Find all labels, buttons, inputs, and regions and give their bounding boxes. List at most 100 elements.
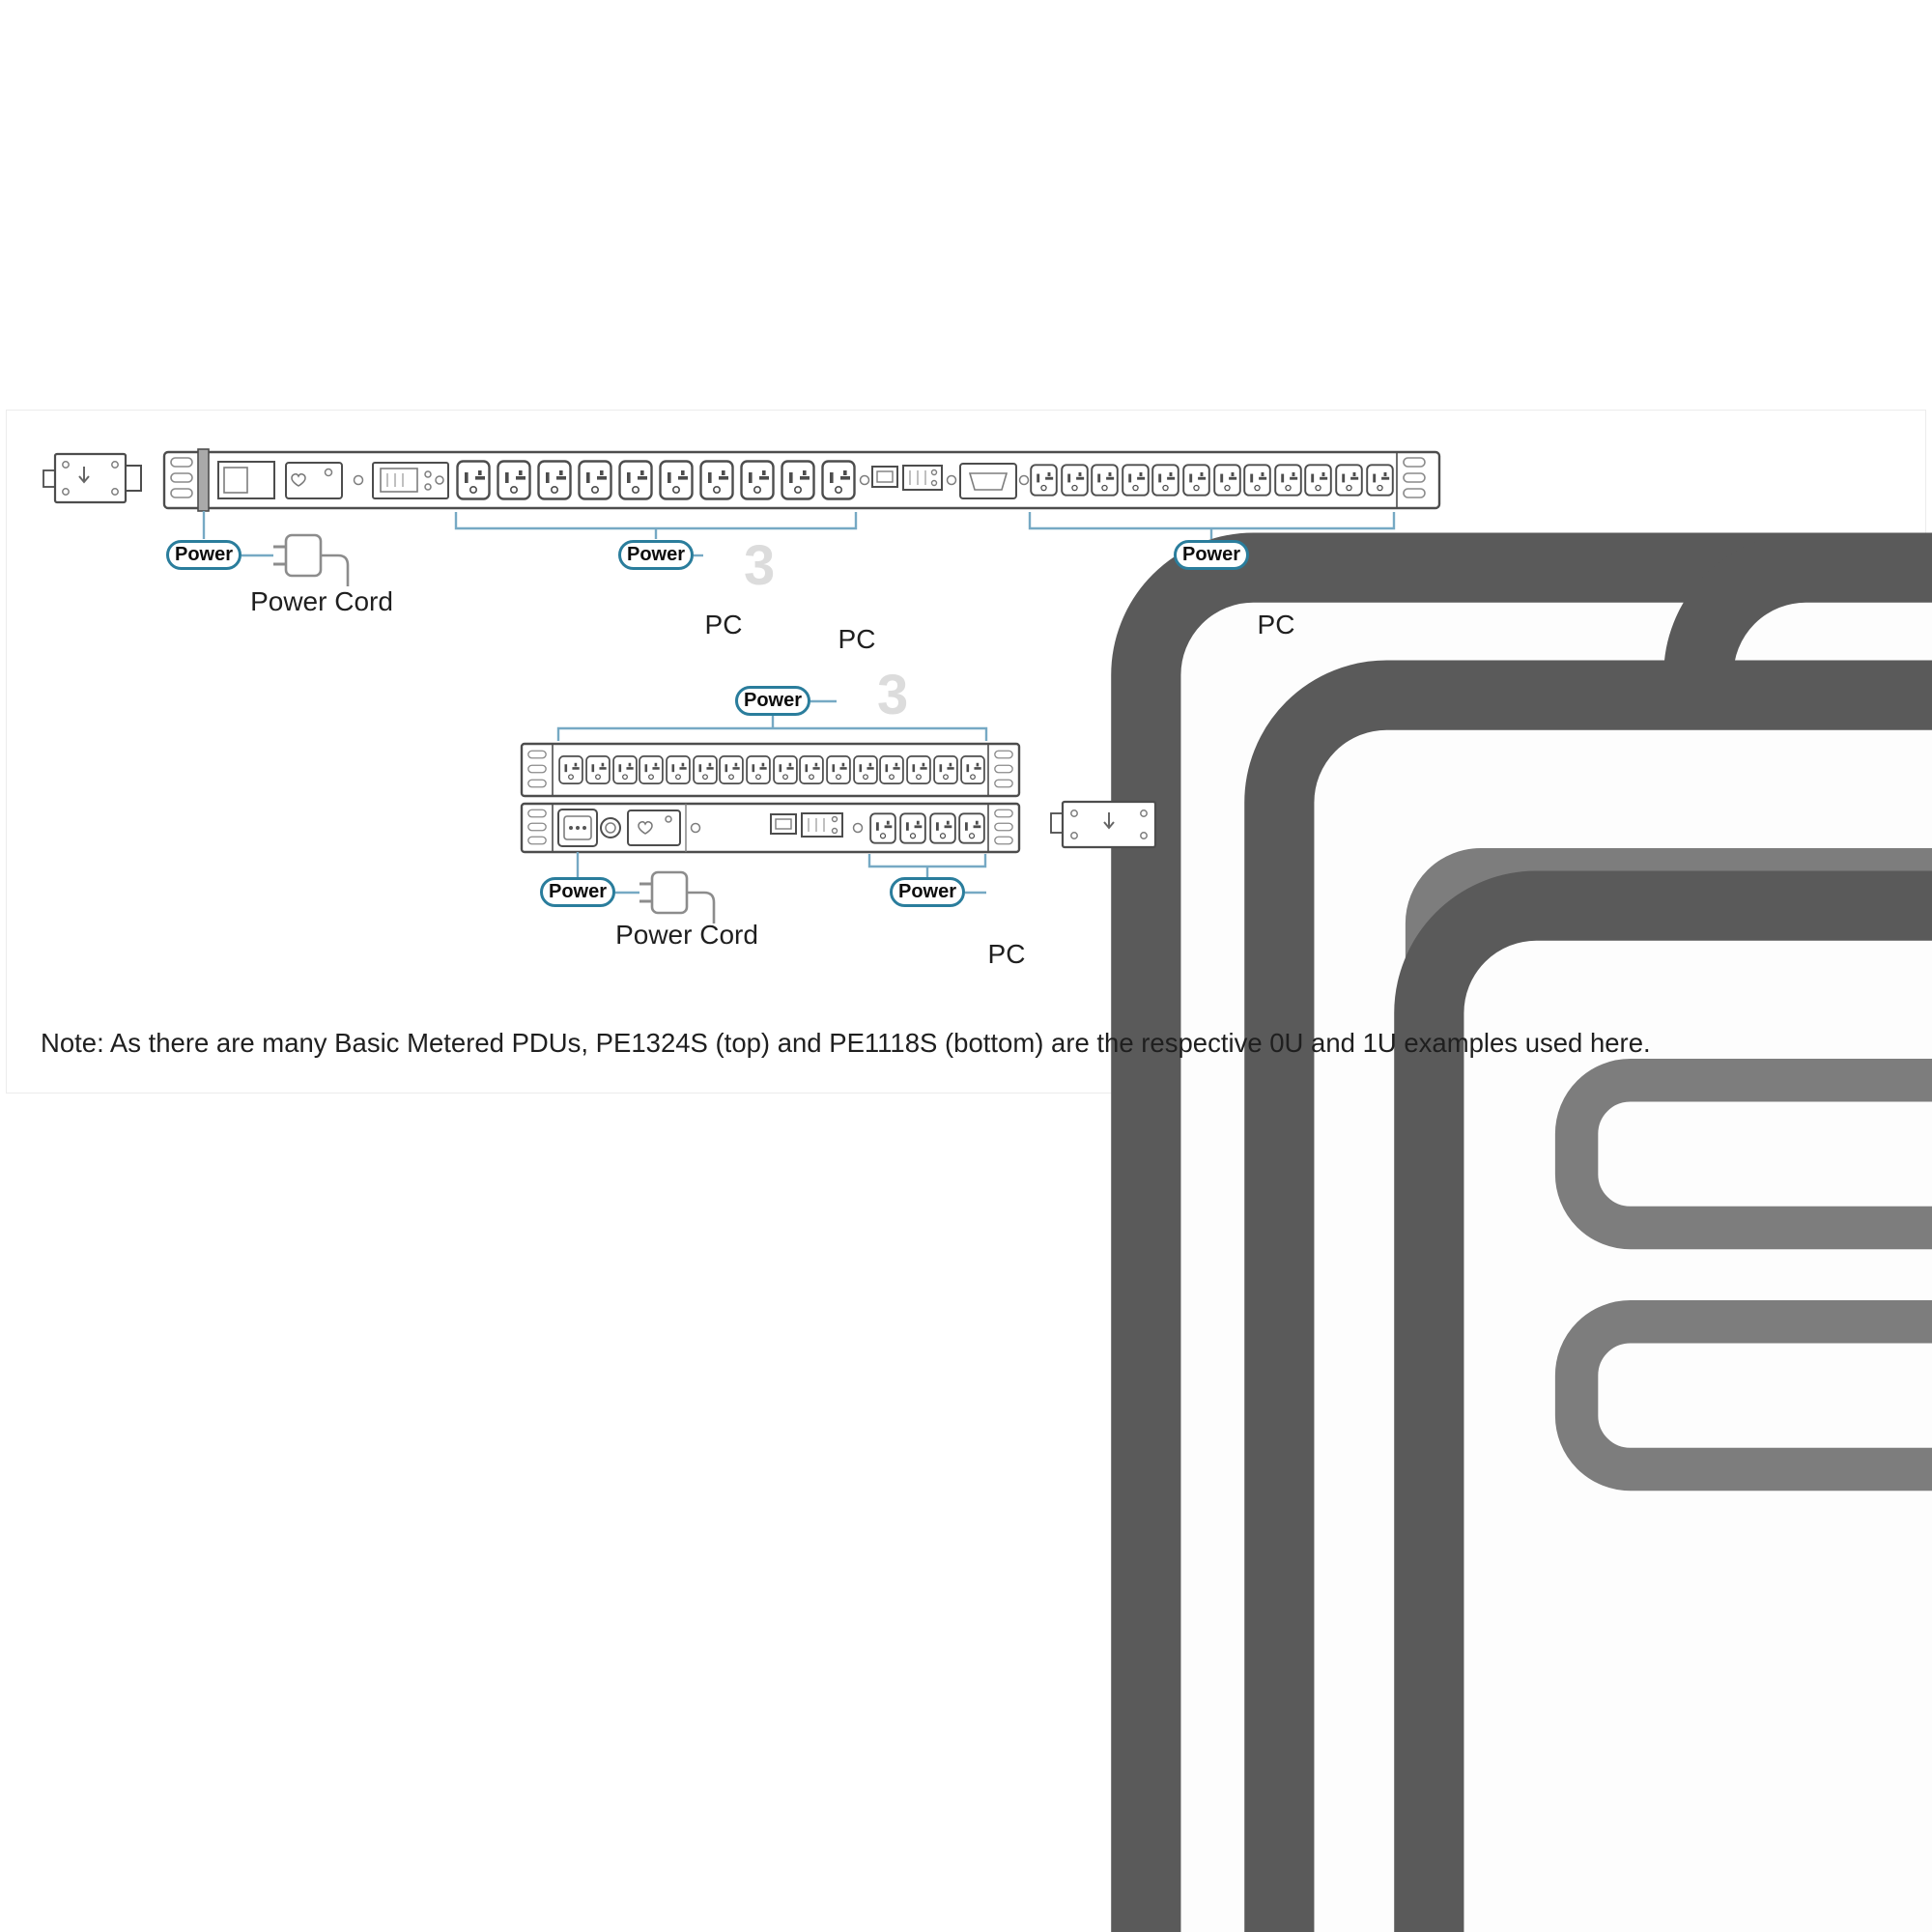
outlet-icon (1243, 464, 1271, 497)
mount-slot-icon (994, 764, 1013, 774)
power-badge: Power (1174, 540, 1249, 570)
outlet-icon (899, 812, 926, 844)
outlet-icon (746, 754, 771, 785)
mount-slot-icon (994, 822, 1013, 832)
serial-port-module (959, 463, 1017, 499)
note-text: Note: As there are many Basic Metered PD… (41, 1028, 1651, 1058)
breaker-button-icon (600, 817, 621, 838)
mount-slot-icon (527, 764, 547, 774)
outlet-icon (773, 754, 798, 785)
mount-slot-icon (527, 779, 547, 788)
screw-icon (1018, 474, 1030, 486)
pdu-1u-rear-strip (520, 802, 1021, 854)
pc-label: PC (1257, 610, 1295, 639)
outlet-icon (1061, 464, 1089, 497)
outlet-icon (879, 754, 904, 785)
mount-slot-icon (527, 822, 547, 832)
power-cord-label: Power Cord (250, 586, 393, 616)
pdu-0u-strip (162, 448, 1441, 512)
power-cord-label: Power Cord (615, 920, 758, 950)
pc-label: PC (704, 610, 743, 639)
outlet-icon (659, 460, 694, 500)
connector-lines-top (202, 511, 1396, 557)
outlet-icon (799, 754, 824, 785)
rj45-port-icon (871, 466, 898, 488)
outlet-icon (537, 460, 572, 500)
outlet-icon (639, 754, 664, 785)
outlet-brace (867, 854, 987, 877)
outlet-icon (1274, 464, 1302, 497)
outlet-icon (585, 754, 611, 785)
outlet-icon (558, 754, 583, 785)
mount-slot-icon (170, 488, 193, 498)
power-badge: Power (166, 540, 242, 570)
outlet-icon (929, 812, 956, 844)
outlet-icon (456, 460, 491, 500)
mount-slot-icon (994, 836, 1013, 845)
outlet-icon (1030, 464, 1058, 497)
outlet-icon (869, 812, 896, 844)
outlet-icon (612, 754, 638, 785)
screw-icon (859, 474, 870, 486)
mount-slot-icon (994, 809, 1013, 818)
mount-slot-icon (527, 750, 547, 759)
step-number: 3 (877, 664, 909, 726)
outlet-icon (1091, 464, 1119, 497)
power-cord-plug-icon (271, 533, 350, 588)
outlet-icon (933, 754, 958, 785)
mount-slot-icon (1403, 488, 1426, 498)
mount-slot-icon (527, 809, 547, 818)
mount-slot-icon (170, 457, 193, 468)
outlet-icon (618, 460, 653, 500)
led-display (902, 465, 943, 491)
power-badge: Power (890, 877, 965, 907)
outlet-icon (497, 460, 531, 500)
outlet-icon (693, 754, 718, 785)
terminal-block-icon (1050, 800, 1157, 849)
outlet-brace (1028, 512, 1396, 539)
outlet-icon (699, 460, 734, 500)
power-inlet-module (557, 809, 598, 847)
outlet-icon (958, 812, 985, 844)
mount-slot-icon (527, 836, 547, 845)
connector-lines-bottom (556, 699, 988, 895)
power-cord-plug-icon (638, 870, 716, 925)
network-module (770, 812, 843, 838)
c14-inlet-icon (563, 815, 592, 840)
terminal-block-icon (43, 452, 142, 504)
screw-icon (353, 474, 364, 486)
meter-module (372, 462, 449, 499)
power-badge: Power (618, 540, 694, 570)
overload-module (285, 462, 343, 499)
outlet-icon (960, 754, 985, 785)
pc-tower-icon (1429, 906, 1932, 1932)
outlet-icon (666, 754, 691, 785)
outlet-icon (1366, 464, 1394, 497)
outlet-brace (556, 716, 988, 741)
outlet-icon (1151, 464, 1179, 497)
power-badge: Power (735, 686, 810, 716)
mount-slot-icon (1403, 472, 1426, 483)
db9-port-icon (968, 472, 1009, 491)
power-inlet-bar (197, 448, 210, 512)
outlet-icon (821, 460, 856, 500)
outlet-icon (740, 460, 775, 500)
pdu-1u-front-strip (520, 742, 1021, 798)
outlet-icon (1213, 464, 1241, 497)
mount-slot-icon (170, 472, 193, 483)
outlet-icon (781, 460, 815, 500)
screw-icon (946, 474, 957, 486)
outlet-icon (1122, 464, 1150, 497)
pc-label: PC (987, 939, 1026, 969)
screw-icon (852, 822, 864, 834)
mount-slot-icon (994, 750, 1013, 759)
outlet-brace (454, 512, 858, 539)
outlet-icon (1304, 464, 1332, 497)
outlet-icon (1335, 464, 1363, 497)
led-display (380, 468, 418, 493)
screw-icon (690, 822, 701, 834)
step-number: 3 (744, 534, 776, 597)
pc-label: PC (838, 624, 876, 654)
outlet-icon (853, 754, 878, 785)
